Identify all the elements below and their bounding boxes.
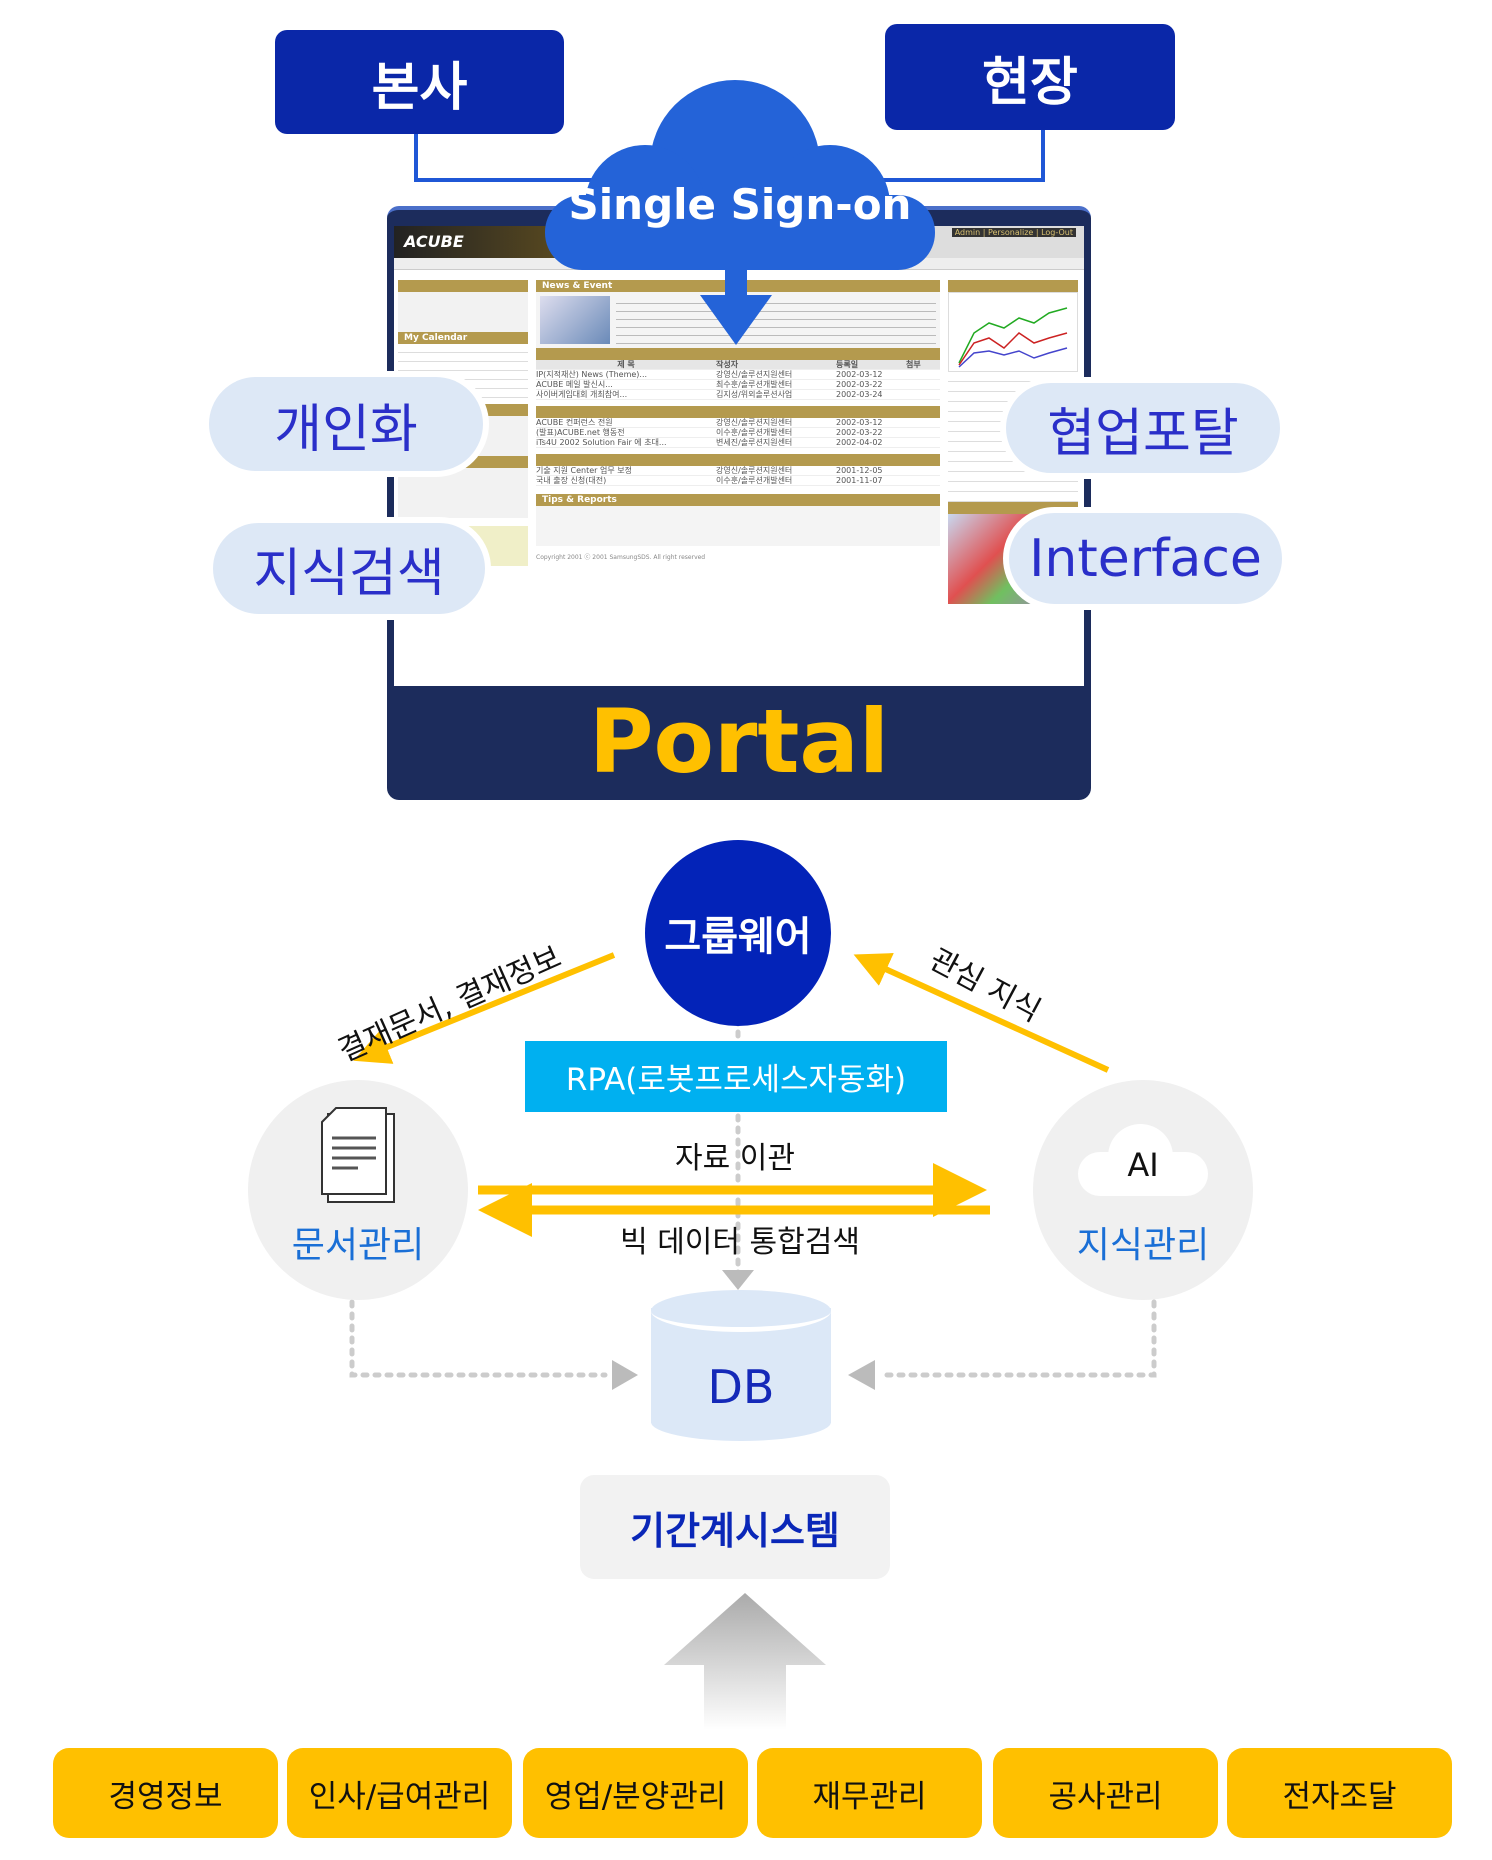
system-finance: 재무관리 — [757, 1748, 982, 1838]
system-e-procurement: 전자조달 — [1227, 1748, 1452, 1838]
doc-to-db-dotted — [349, 1299, 608, 1378]
feature-interface: Interface — [1003, 507, 1288, 610]
db-down-arrowhead — [722, 1270, 754, 1290]
sso-label: Single Sign-on — [568, 180, 912, 229]
db-label: DB — [707, 1360, 775, 1414]
doc-mgmt-node: 문서관리 — [248, 1080, 468, 1300]
portal-frame: ACUBE Admin | Personalize | Log-Out My C… — [387, 206, 1091, 800]
rpa-box: RPA(로봇프로세스자동화) — [525, 1041, 947, 1112]
knowledge-mgmt-node: AI 지식관리 — [1033, 1080, 1253, 1300]
site-box: 현장 — [885, 24, 1175, 130]
site-connector — [860, 130, 1045, 182]
search-label: 빅 데이터 통합검색 — [620, 1225, 860, 1260]
feature-personalization: 개인화 — [203, 371, 489, 477]
core-system-box: 기간계시스템 — [580, 1475, 890, 1579]
doc-mgmt-label: 문서관리 — [291, 1225, 425, 1266]
table-row[interactable]: iTs4U 2002 Solution Fair 에 초대...변세진/솔루션지… — [536, 438, 940, 448]
portal-title: Portal — [589, 689, 889, 793]
db-node: DB — [651, 1290, 831, 1441]
system-sales: 영업/분양관리 — [523, 1748, 748, 1838]
portal-top-links[interactable]: Admin | Personalize | Log-Out — [951, 228, 1076, 237]
groupware-node: 그룹웨어 — [645, 840, 831, 1026]
ai-cloud-icon: AI — [1078, 1124, 1208, 1196]
knowledge-mgmt-label: 지식관리 — [1076, 1225, 1210, 1266]
system-hr-payroll: 인사/급여관리 — [287, 1748, 512, 1838]
tips-header: Tips & Reports — [536, 494, 940, 506]
mini-line-chart — [958, 307, 1068, 368]
feature-collaboration-portal: 협업포탈 — [1000, 377, 1286, 479]
arrow-to-doc-mgmt — [353, 952, 616, 1064]
cloud-icon — [545, 80, 935, 345]
feature-knowledge-search: 지식검색 — [207, 517, 491, 620]
transfer-label: 자료 이관 — [675, 1141, 795, 1176]
knowledge-to-db-dotted — [877, 1299, 1157, 1378]
document-icon — [321, 1107, 395, 1203]
system-construction: 공사관리 — [993, 1748, 1218, 1838]
system-management-info: 경영정보 — [53, 1748, 278, 1838]
hq-box: 본사 — [275, 30, 564, 134]
arrow-to-groupware — [853, 953, 1110, 1073]
copyright: Copyright 2001 ⓒ 2001 SamsungSDS. All ri… — [536, 554, 706, 561]
acube-logo: ACUBE — [404, 232, 464, 251]
calendar-header: My Calendar — [398, 332, 528, 344]
hq-connector — [414, 134, 620, 182]
up-arrow-icon — [664, 1593, 826, 1730]
